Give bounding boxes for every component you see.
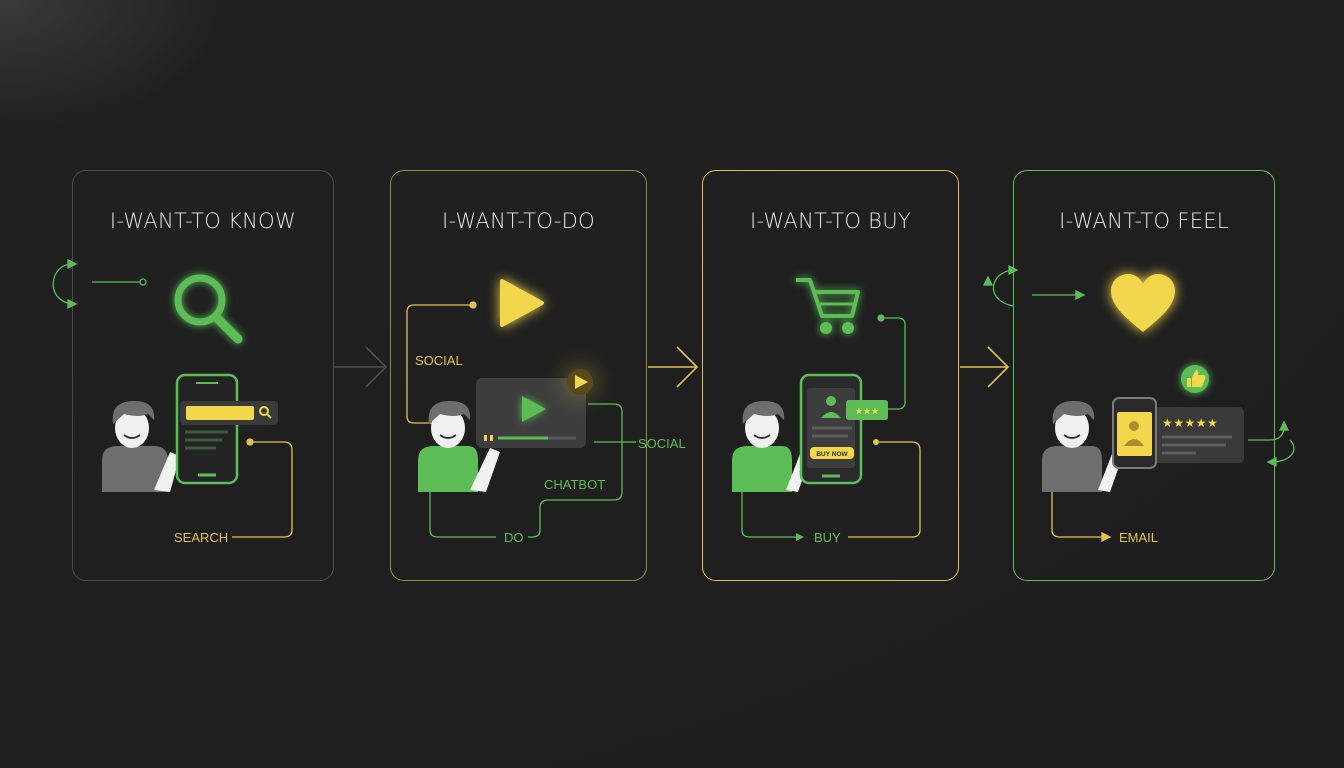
left-loop-connector-feel [982,264,1086,307]
phone-know [175,373,239,485]
left-loop-connector [52,258,147,310]
search-connector [232,438,293,538]
person-avatar-buy [732,400,810,492]
card-title-buy: I-WANT-TO BUY [749,209,912,233]
arrow-do-to-buy [648,346,699,388]
do-connectors [429,403,636,538]
buy-connectors [741,439,921,541]
svg-text:★★★: ★★★ [855,406,879,416]
phone-buy: BUY NOW [799,373,863,485]
video-play-badge-icon [562,364,598,400]
person-avatar-feel [1042,400,1122,492]
review-card: ★★★★★ [1150,407,1244,463]
label-email: EMAIL [1119,530,1158,545]
shopping-cart-icon [796,278,860,334]
label-chatbot: CHATBOT [544,477,605,492]
person-avatar-do [418,400,500,492]
arrow-know-to-do [334,346,388,388]
buy-now-button-label: BUY NOW [816,451,848,458]
thumbs-up-icon [1181,365,1209,393]
heart-icon [1111,274,1175,332]
arrow-buy-to-feel [960,346,1010,388]
card-know: I-WANT-TO KNOW [72,170,334,581]
label-social-right: SOCIAL [638,436,686,451]
card-feel: I-WANT-TO FEEL [1013,170,1275,581]
video-player [476,378,586,448]
card-title-do: I-WANT-TO-DO [442,209,595,233]
social-connector-left [406,301,477,424]
search-bar [180,401,278,425]
search-icon [259,406,272,419]
card-do: I-WANT-TO-DO [390,170,647,581]
magnifier-icon [174,274,243,344]
label-social-left: SOCIAL [415,353,463,368]
play-icon [500,279,544,327]
card-buy: I-WANT-TO BUY [702,170,959,581]
email-connector [1051,492,1112,543]
cart-connector [877,314,906,410]
card-title-feel: I-WANT-TO FEEL [1059,209,1229,233]
phone-feel [1112,397,1157,469]
svg-text:★★★★★: ★★★★★ [1162,416,1218,430]
label-search: SEARCH [174,530,228,545]
card-title-know: I-WANT-TO KNOW [109,209,297,233]
person-avatar-know [102,400,180,492]
rating-stars-badge: ★★★ [846,400,888,420]
label-buy: BUY [814,530,841,545]
label-do: DO [504,530,524,545]
right-loop-connector-feel [1248,420,1295,468]
